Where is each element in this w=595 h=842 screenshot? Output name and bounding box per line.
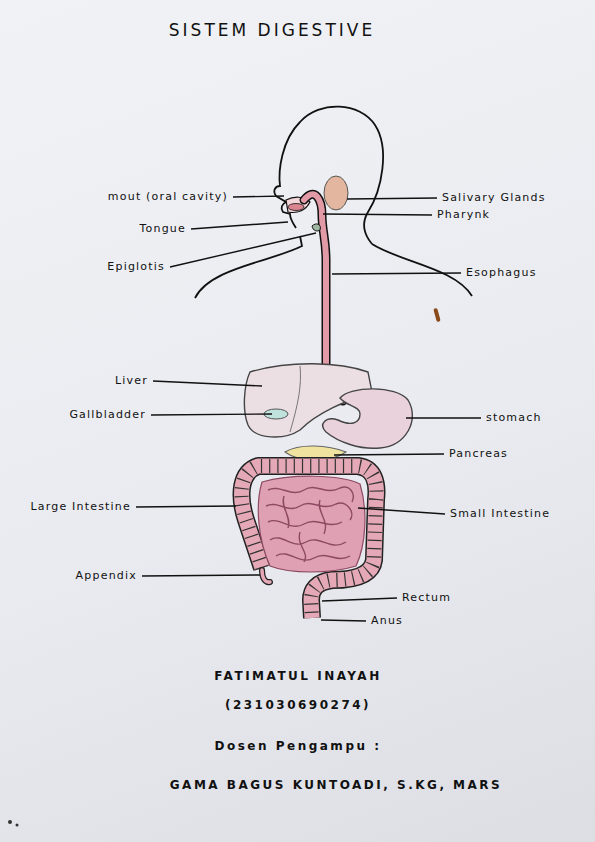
leader-line [191,222,288,229]
liver-lobe-line [290,366,301,432]
leader-line [347,198,437,199]
title: SISTEM DIGESTIVE [169,20,375,40]
head-outline [274,107,383,244]
leader-line [136,506,236,507]
organ-label: Anus [371,614,403,627]
organ-label: Liver [115,374,148,387]
leader-line [151,414,272,415]
tongue [288,204,304,211]
stray-mark [433,308,440,323]
epiglottis [312,224,320,231]
author-text: FATIMATUL INAYAH [214,669,381,683]
leader-line [334,454,444,455]
stomach [323,389,413,448]
author-text: (231030690274) [225,698,371,712]
author-text: Dosen Pengampu : [215,739,382,753]
shoulder-line [372,244,472,296]
leader-line [323,214,432,215]
leader-line [153,381,262,386]
organ-label: Appendix [76,569,137,582]
haustra-lines [242,466,377,618]
leader-line [170,233,316,267]
organ-label: stomach [486,411,542,424]
organ-label: Salivary Glands [442,191,546,204]
organ-label: Pancreas [449,447,508,460]
stray-mark [8,820,12,824]
leader-line [406,417,481,418]
organ-label: Rectum [402,591,451,604]
appendix [262,570,270,582]
organ-label: Small Intestine [450,507,550,520]
large-intestine [242,466,377,618]
small-intestine [258,476,365,572]
leader-line [142,575,260,576]
organ-label: mout (oral cavity) [108,190,228,203]
leader-line [332,273,461,274]
small-intestine-coils [266,487,353,562]
shoulder-line [195,236,302,298]
salivary-gland [324,176,348,210]
leader-line [321,620,366,621]
stray-mark [16,824,19,827]
organ-label: Epiglotis [107,260,165,273]
organ-label: Esophagus [466,266,537,279]
organ-label: Large Intestine [30,500,131,513]
leader-line [358,508,445,514]
organ-label: Gallbladder [69,408,146,421]
organ-label: Tongue [140,222,186,235]
leader-line [322,598,397,601]
large-intestine-outline [242,466,377,618]
author-text: GAMA BAGUS KUNTOADI, S.KG, MARS [170,778,502,792]
leader-line [233,196,284,197]
organ-label: Pharynk [437,208,490,221]
appendix [262,570,270,582]
